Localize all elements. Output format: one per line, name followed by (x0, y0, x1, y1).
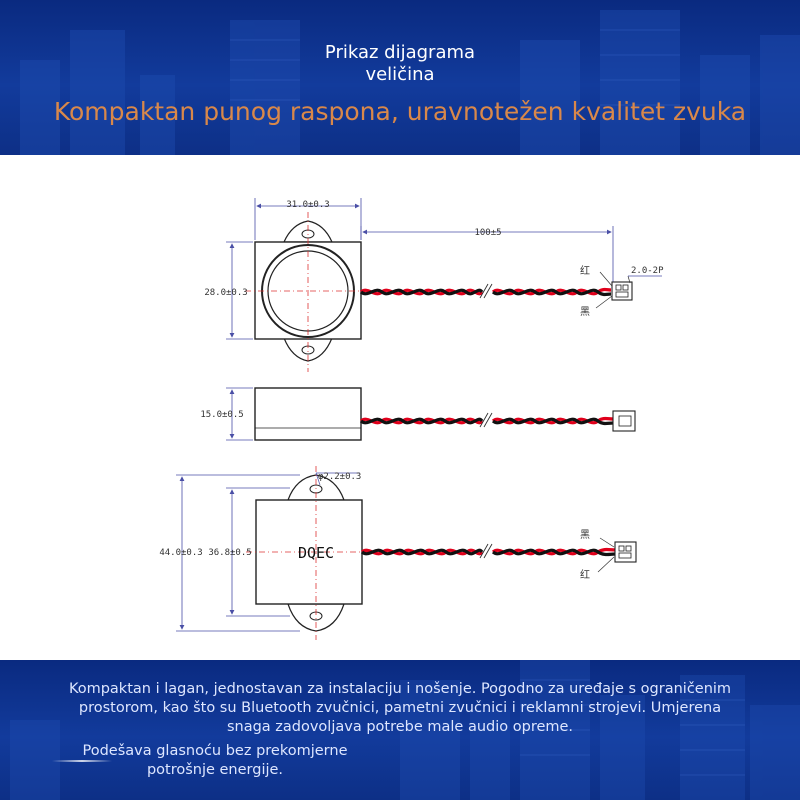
city-skyline-background (20, 10, 800, 155)
dim-body-label: 36.8±0.5 (208, 548, 251, 558)
footer-note-line: potrošnje energije. (146, 762, 284, 778)
dim-cable-label: 100±5 (474, 228, 501, 238)
dim-hole-label: φ2.2±0.3 (318, 472, 361, 482)
dim-total-label: 44.0±0.3 (159, 548, 202, 558)
dim-depth-label: 15.0±0.5 (200, 410, 243, 420)
dim-height-label: 28.0±0.3 (204, 288, 247, 298)
footer-description-line: snaga zadovoljava potrebe male audio opr… (226, 719, 574, 735)
header-title-line2: veličina (365, 64, 435, 85)
top-view-connector (611, 281, 633, 301)
wire-black-label-bottom: 黑 (580, 529, 590, 541)
side-view-connector (612, 410, 636, 432)
wire-red-label-bottom: 红 (580, 568, 590, 581)
dimension-drawing: 31.0±0.3 28.0±0.3 100±5 (159, 198, 664, 640)
footer-banner (0, 660, 800, 800)
diagram-panel: 31.0±0.3 28.0±0.3 100±5 (0, 155, 800, 660)
bottom-view: DQEC φ2.2±0.3 44.0±0.3 36.8±0.5 (159, 466, 637, 640)
header-subtitle: Kompaktan punog raspona, uravnotežen kva… (53, 97, 747, 126)
top-view: 31.0±0.3 28.0±0.3 100±5 (204, 198, 664, 372)
footer-note: Podešava glasnoću bez prekomjerne potroš… (60, 742, 370, 780)
footer-description-line: Kompaktan i lagan, jednostavan za instal… (68, 681, 732, 697)
footer-description-line: prostorom, kao što su Bluetooth zvučnici… (78, 700, 722, 716)
side-view-body (254, 387, 362, 441)
bottom-view-twisted-wire (360, 543, 616, 559)
footer-skyline-background (10, 660, 800, 800)
footer-note-line: Podešava glasnoću bez prekomjerne (82, 743, 348, 759)
header-title-line1: Prikaz dijagrama (324, 42, 476, 63)
dim-width-label: 31.0±0.3 (286, 200, 329, 210)
brand-label: DQEC (298, 544, 334, 562)
side-view: 15.0±0.5 (200, 387, 636, 441)
side-view-twisted-wire (359, 412, 614, 428)
header-banner: Prikaz dijagrama veličina Kompaktan puno… (0, 0, 800, 155)
wire-black-label-top: 黑 (580, 306, 590, 318)
top-view-twisted-wire (359, 283, 612, 299)
footer-description: Kompaktan i lagan, jednostavan za instal… (40, 680, 760, 737)
connector-label: 2.0-2P (631, 266, 664, 276)
decorative-glint (52, 760, 112, 762)
wire-red-label-top: 红 (580, 264, 590, 277)
bottom-view-connector (614, 541, 637, 563)
